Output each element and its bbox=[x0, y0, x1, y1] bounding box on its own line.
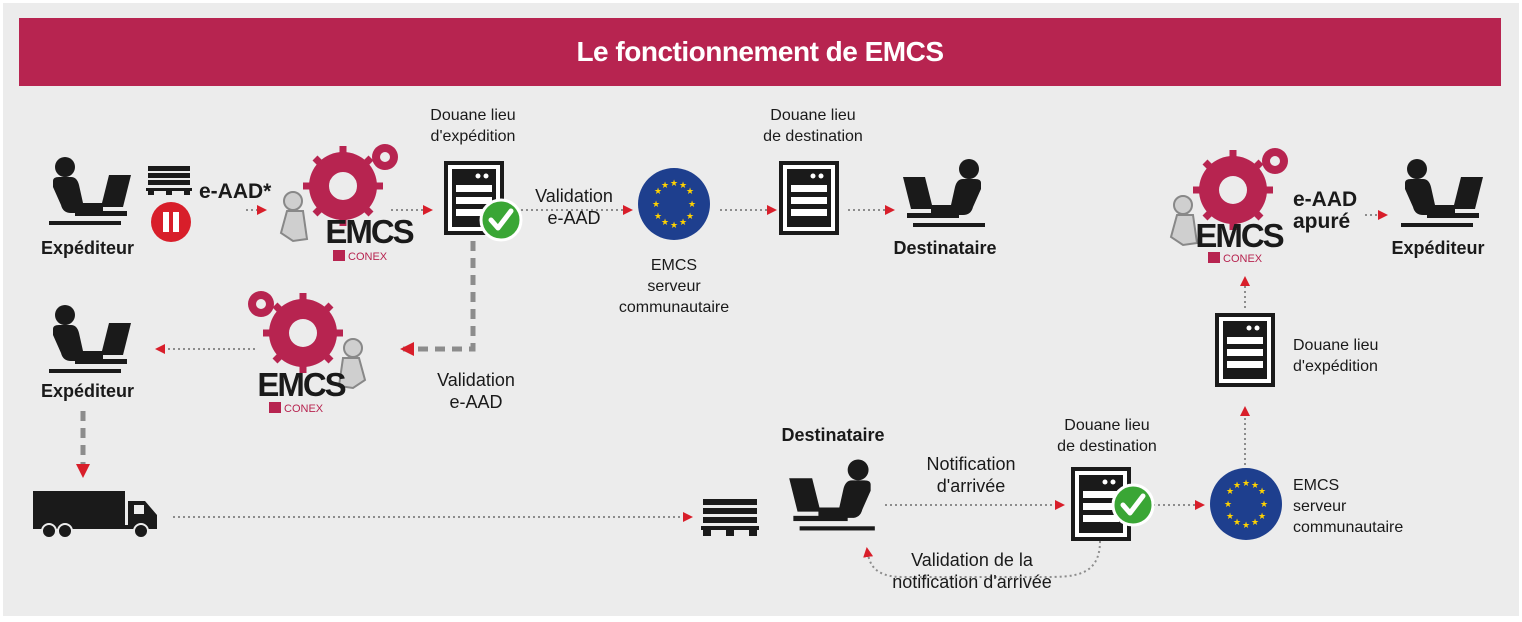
svg-text:★: ★ bbox=[670, 179, 678, 189]
pallet-icon bbox=[146, 166, 192, 201]
gears-robot-icon: EMCS CONEX bbox=[243, 288, 373, 418]
user-laptop-icon bbox=[45, 157, 135, 232]
emcs-logo-text: EMCS bbox=[257, 366, 345, 403]
svg-text:★: ★ bbox=[1226, 512, 1234, 522]
label-destinataire-2: Destinataire bbox=[781, 425, 885, 445]
svg-text:★: ★ bbox=[652, 200, 660, 210]
check-icon bbox=[1111, 483, 1155, 532]
svg-text:★: ★ bbox=[1233, 481, 1241, 491]
svg-text:★: ★ bbox=[1224, 500, 1232, 510]
conex-logo-text: CONEX bbox=[284, 403, 324, 415]
gears-robot-icon: EMCS CONEX bbox=[273, 141, 416, 271]
svg-text:★: ★ bbox=[1242, 479, 1250, 489]
arrow-validation-return bbox=[863, 540, 1101, 578]
label-expediteur-2: Expéditeur bbox=[40, 381, 135, 401]
svg-text:★: ★ bbox=[1226, 487, 1234, 497]
conex-logo-text: CONEX bbox=[348, 251, 388, 263]
svg-text:★: ★ bbox=[679, 218, 687, 228]
truck-icon bbox=[33, 491, 159, 544]
svg-text:★: ★ bbox=[688, 200, 696, 210]
svg-text:★: ★ bbox=[686, 187, 694, 197]
svg-text:★: ★ bbox=[1260, 500, 1268, 510]
svg-text:★: ★ bbox=[686, 212, 694, 222]
svg-text:★: ★ bbox=[679, 181, 687, 191]
diagram-canvas: Le fonctionnement de EMCS bbox=[3, 3, 1519, 616]
user-laptop-icon bbox=[785, 459, 879, 538]
conex-logo-text: CONEX bbox=[1223, 253, 1263, 265]
emcs-logo-text: EMCS bbox=[1195, 217, 1283, 254]
connector-layer bbox=[76, 205, 1388, 578]
user-laptop-icon bbox=[899, 159, 989, 234]
label-destinataire-1: Destinataire bbox=[893, 238, 997, 258]
svg-text:★: ★ bbox=[654, 187, 662, 197]
user-laptop-icon bbox=[45, 305, 135, 380]
eu-flag-icon: ★★★ ★★★ ★★★ ★★★ bbox=[1209, 467, 1283, 546]
eu-flag-icon: ★★★ ★★★ ★★★ ★★★ bbox=[637, 167, 711, 246]
user-laptop-icon bbox=[1397, 159, 1487, 234]
label-e-aad-star: e-AAD* bbox=[199, 180, 272, 203]
label-expediteur-3: Expéditeur bbox=[1391, 238, 1485, 258]
svg-text:★: ★ bbox=[1258, 512, 1266, 522]
dashed-douane-to-emcs-row2 bbox=[400, 241, 476, 356]
check-icon bbox=[479, 198, 523, 247]
svg-text:★: ★ bbox=[1258, 487, 1266, 497]
server-icon bbox=[779, 161, 839, 240]
svg-text:★: ★ bbox=[1251, 518, 1259, 528]
gears-robot-icon: EMCS CONEX bbox=[1163, 145, 1293, 275]
svg-text:★: ★ bbox=[1251, 481, 1259, 491]
label-expediteur-1: Expéditeur bbox=[40, 238, 135, 258]
svg-text:★: ★ bbox=[670, 221, 678, 231]
pause-icon bbox=[150, 201, 192, 248]
page-title: Le fonctionnement de EMCS bbox=[576, 36, 944, 67]
title-bar: Le fonctionnement de EMCS bbox=[19, 18, 1501, 86]
svg-text:★: ★ bbox=[1233, 518, 1241, 528]
svg-text:★: ★ bbox=[661, 218, 669, 228]
pallet-icon bbox=[701, 499, 759, 542]
emcs-logo-text: EMCS bbox=[325, 213, 413, 250]
server-icon bbox=[1215, 313, 1275, 392]
svg-text:★: ★ bbox=[1242, 521, 1250, 531]
svg-text:★: ★ bbox=[654, 212, 662, 222]
svg-text:★: ★ bbox=[661, 181, 669, 191]
